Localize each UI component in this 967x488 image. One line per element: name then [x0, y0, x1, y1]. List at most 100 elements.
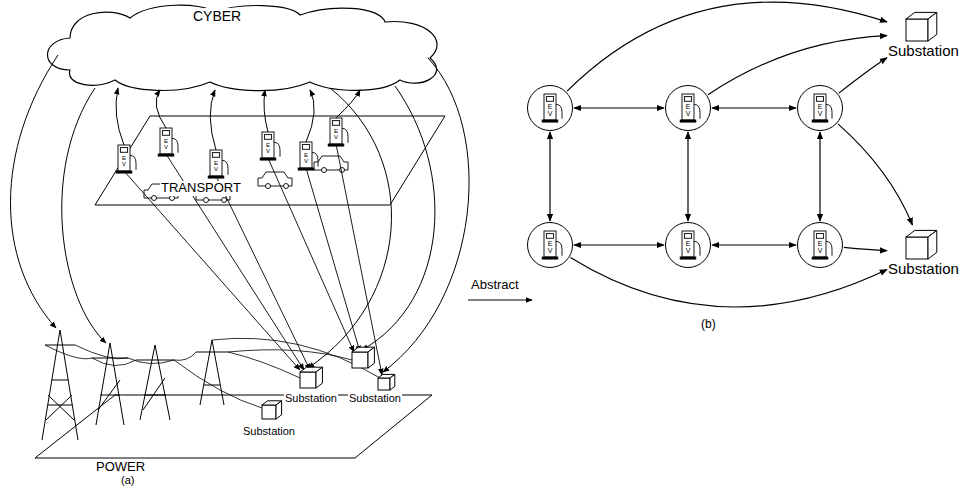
drawing-path	[556, 104, 562, 118]
drawing-path	[136, 345, 174, 420]
drawing-path	[62, 88, 106, 343]
substation-label: Substation	[888, 260, 959, 278]
drawing-rect	[118, 145, 130, 171]
drawing-path	[45, 345, 92, 359]
drawing-circle	[340, 168, 345, 173]
ev-charger	[680, 231, 700, 259]
drawing-path	[92, 358, 136, 366]
link-arrow	[712, 107, 796, 108]
drawing-rect	[684, 97, 691, 102]
charger-mark: E V	[332, 128, 340, 140]
drawing-path	[172, 138, 178, 152]
drawing-rect	[812, 120, 828, 122]
drawing-rect	[906, 237, 928, 259]
drawing-rect	[210, 150, 222, 176]
drawing-path	[342, 128, 348, 142]
ev-charger	[812, 94, 832, 122]
drawing-path	[174, 352, 196, 360]
drawing-rect	[680, 257, 696, 259]
drawing-path	[826, 104, 832, 118]
charger-mark: E V	[162, 138, 170, 150]
drawing-path	[222, 160, 228, 174]
supply-arrow	[567, 2, 887, 91]
drawing-rect	[542, 120, 558, 122]
drawing-path	[130, 155, 136, 169]
drawing-rect	[680, 120, 696, 122]
cyber-links	[10, 55, 469, 372]
drawing-line	[468, 299, 532, 300]
drawing-path	[694, 104, 700, 118]
drawing-line	[336, 144, 382, 375]
drawing-rect	[542, 257, 558, 259]
drawing-rect	[816, 97, 823, 102]
drawing-polygon	[390, 374, 395, 390]
charger-mark: E V	[816, 240, 824, 254]
drawing-rect	[262, 132, 274, 158]
power-lines	[45, 338, 380, 408]
chargers	[116, 118, 348, 178]
drawing-path	[383, 58, 469, 372]
layer-label: (a)	[120, 474, 135, 487]
drawing-path	[116, 88, 124, 145]
supply-arrow	[570, 258, 887, 307]
drawing-rect	[160, 128, 172, 154]
link-arrow	[819, 132, 820, 221]
drawing-rect	[300, 372, 316, 388]
substation-cube	[906, 230, 937, 259]
layer-label: (b)	[700, 318, 717, 332]
layer-label: TRANSPORT	[160, 181, 242, 196]
drawing-line	[306, 168, 360, 352]
charger-mark: E V	[684, 103, 692, 117]
drawing-rect	[330, 118, 342, 144]
abstract-arrow	[468, 299, 532, 300]
charger-mark: E V	[546, 240, 554, 254]
drawing-path	[174, 360, 262, 408]
drawing-rect	[544, 231, 556, 257]
drawing-rect	[212, 153, 219, 158]
drawing-circle	[266, 184, 271, 189]
ev-charger	[328, 118, 348, 146]
drawing-polygon	[316, 367, 322, 388]
drawing-rect	[682, 231, 694, 257]
drawing-circle	[322, 168, 327, 173]
drawing-path	[75, 345, 128, 359]
drawing-path	[10, 55, 58, 328]
drawing-path	[212, 338, 380, 378]
drawing-rect	[120, 148, 127, 153]
ev-charger	[812, 231, 832, 259]
substation-icon	[900, 226, 946, 260]
drawing-polygon	[95, 116, 445, 205]
drawing-path	[362, 86, 435, 350]
charger-mark: E V	[684, 240, 692, 254]
drawing-path	[826, 241, 832, 255]
drawing-rect	[162, 131, 169, 136]
drawing-rect	[814, 94, 826, 120]
drawing-rect	[332, 121, 339, 126]
ev-charger	[542, 231, 562, 259]
substation-cube	[378, 374, 395, 390]
drawing-path	[694, 241, 700, 255]
drawing-path	[556, 241, 562, 255]
transmission-towers	[42, 330, 228, 440]
charger-mark: E V	[212, 160, 220, 172]
drawing-path	[308, 88, 391, 368]
drawing-circle	[152, 196, 157, 201]
ev-charger	[116, 145, 136, 173]
layer-label: Substation	[348, 392, 402, 405]
layer-label: CYBER	[192, 8, 242, 24]
ev-charger	[542, 94, 562, 122]
charger-mark: E V	[302, 152, 310, 164]
cyber-cloud	[48, 5, 438, 91]
ev-charger	[680, 94, 700, 122]
link-arrow	[712, 244, 796, 245]
layer-label: Abstract	[470, 278, 520, 293]
drawing-rect	[814, 231, 826, 257]
supply-arrow	[708, 36, 887, 95]
drawing-rect	[544, 94, 556, 120]
ev-charger	[260, 132, 280, 160]
drawing-rect	[812, 257, 828, 259]
link-arrow	[574, 107, 664, 108]
substation-cube	[906, 12, 937, 41]
drawing-rect	[264, 135, 271, 140]
